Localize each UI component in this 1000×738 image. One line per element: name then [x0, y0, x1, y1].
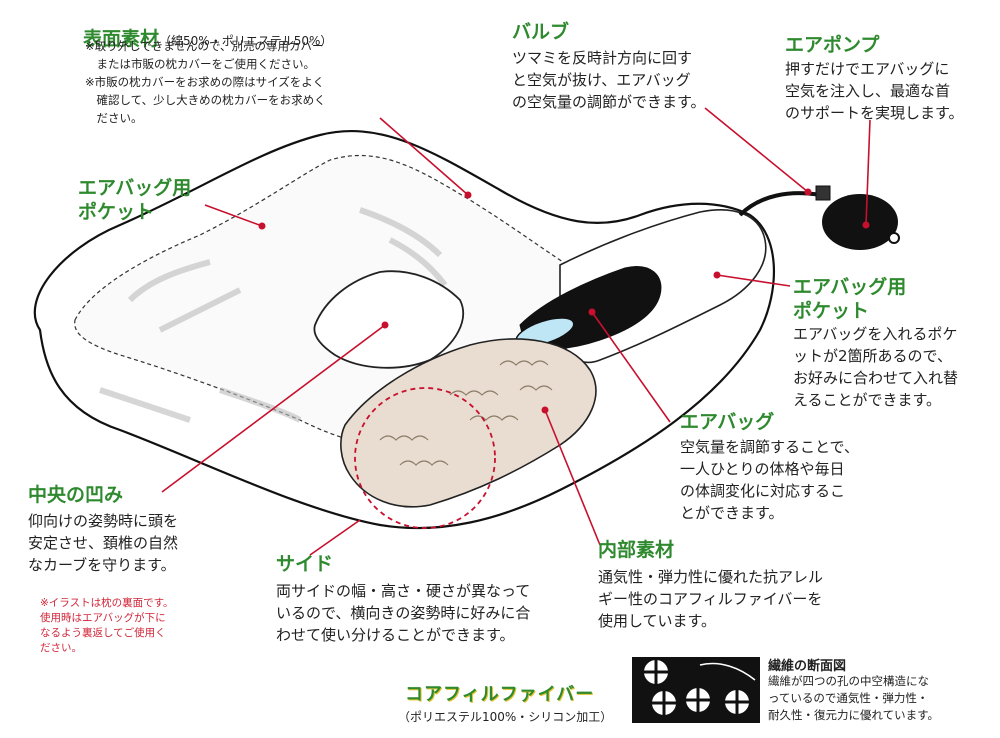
dot-pump: [862, 221, 870, 229]
leader-valve: [704, 107, 809, 193]
leader-dots: [258, 188, 870, 414]
fiber-cross-section-graphic: [632, 657, 760, 723]
leader-airbag: [591, 311, 671, 423]
fiber-title: コアフィルファイバー: [405, 684, 595, 705]
leader-inner: [544, 409, 601, 546]
pocket-left-title: エアバッグ用 ポケット: [78, 177, 192, 223]
fiber-sub: （ポリエステル100%・シリコン加工）: [398, 710, 613, 724]
leader-lines: [161, 107, 871, 556]
center-title: 中央の凹み: [28, 484, 124, 506]
side-title: サイド: [276, 553, 334, 575]
inner-title: 内部素材: [598, 539, 675, 561]
airbag-body: 空気量を調節することで、 一人ひとりの体格や毎日 の体調変化に対応するこ とがで…: [680, 438, 859, 522]
surface-title: 表面素材: [83, 28, 160, 50]
pocket-right-title: エアバッグ用 ポケット: [793, 276, 907, 322]
section-body: 繊維が四つの孔の中空構造にな っているので通気性・弾力性・ 耐久性・復元力に優れ…: [768, 674, 940, 722]
leader-pump: [865, 119, 871, 226]
illustration-warning: ※イラストは枕の裏面です。 使用時はエアバッグが下に なるよう裏返してご使用く …: [40, 597, 174, 654]
dot-inner: [541, 406, 549, 414]
leader-side: [309, 519, 361, 556]
leader-pocket-right: [716, 274, 791, 287]
dot-center: [381, 321, 389, 329]
leader-pocket-left: [204, 204, 263, 227]
wrinkle-shading: [99, 207, 448, 423]
dot-pocket-left: [258, 222, 266, 230]
section-title: 繊維の断面図: [768, 659, 847, 674]
valve-shape: [815, 185, 831, 201]
surface-notes: ※取り外しできませんので、別売の専用カバー または市販の枕カバーをご使用ください…: [85, 39, 326, 125]
pump-nozzle: [888, 232, 900, 244]
pump-title: エアポンプ: [785, 34, 880, 56]
side-highlight-circle: [354, 387, 496, 529]
dot-valve: [804, 188, 812, 196]
surface-label: 表面素材（綿50%・ポリエステル50%）: [83, 8, 332, 51]
valve-body: ツマミを反時計方向に回す と空気が抜け、エアバッグ の空気量の調節ができます。: [512, 49, 706, 111]
side-body: 両サイドの幅・高さ・硬さが異なって いるので、横向きの姿勢時に好みに合 わせて使…: [276, 582, 531, 644]
valve-title: バルブ: [512, 21, 570, 43]
leader-center: [161, 324, 386, 493]
pocket-right-body: エアバッグを入れるポケ ットが2箇所あるので、 お好みに合わせて入れ替 えること…: [793, 325, 959, 409]
dot-airbag: [588, 308, 596, 316]
center-body: 仰向けの姿勢時に頭を 安定させ、頚椎の自然 なカーブを守ります。: [28, 512, 179, 574]
dot-surface: [464, 191, 472, 199]
dot-pocket-right: [713, 271, 721, 279]
fiber-texture: [379, 360, 553, 466]
airbag-title: エアバッグ: [680, 411, 775, 433]
leader-surface: [379, 117, 469, 196]
pump-bulb: [822, 194, 898, 250]
pump-body: 押すだけでエアバッグに 空気を注入し、最適な首 のサポートを実現します。: [785, 60, 964, 122]
inner-body: 通気性・弾力性に優れた抗アレル ギー性のコアフィルファイバーを 使用しています。: [598, 568, 824, 630]
pump-hose: [738, 191, 821, 217]
surface-sub: （綿50%・ポリエステル50%）: [159, 34, 333, 48]
center-recess: [313, 270, 465, 369]
